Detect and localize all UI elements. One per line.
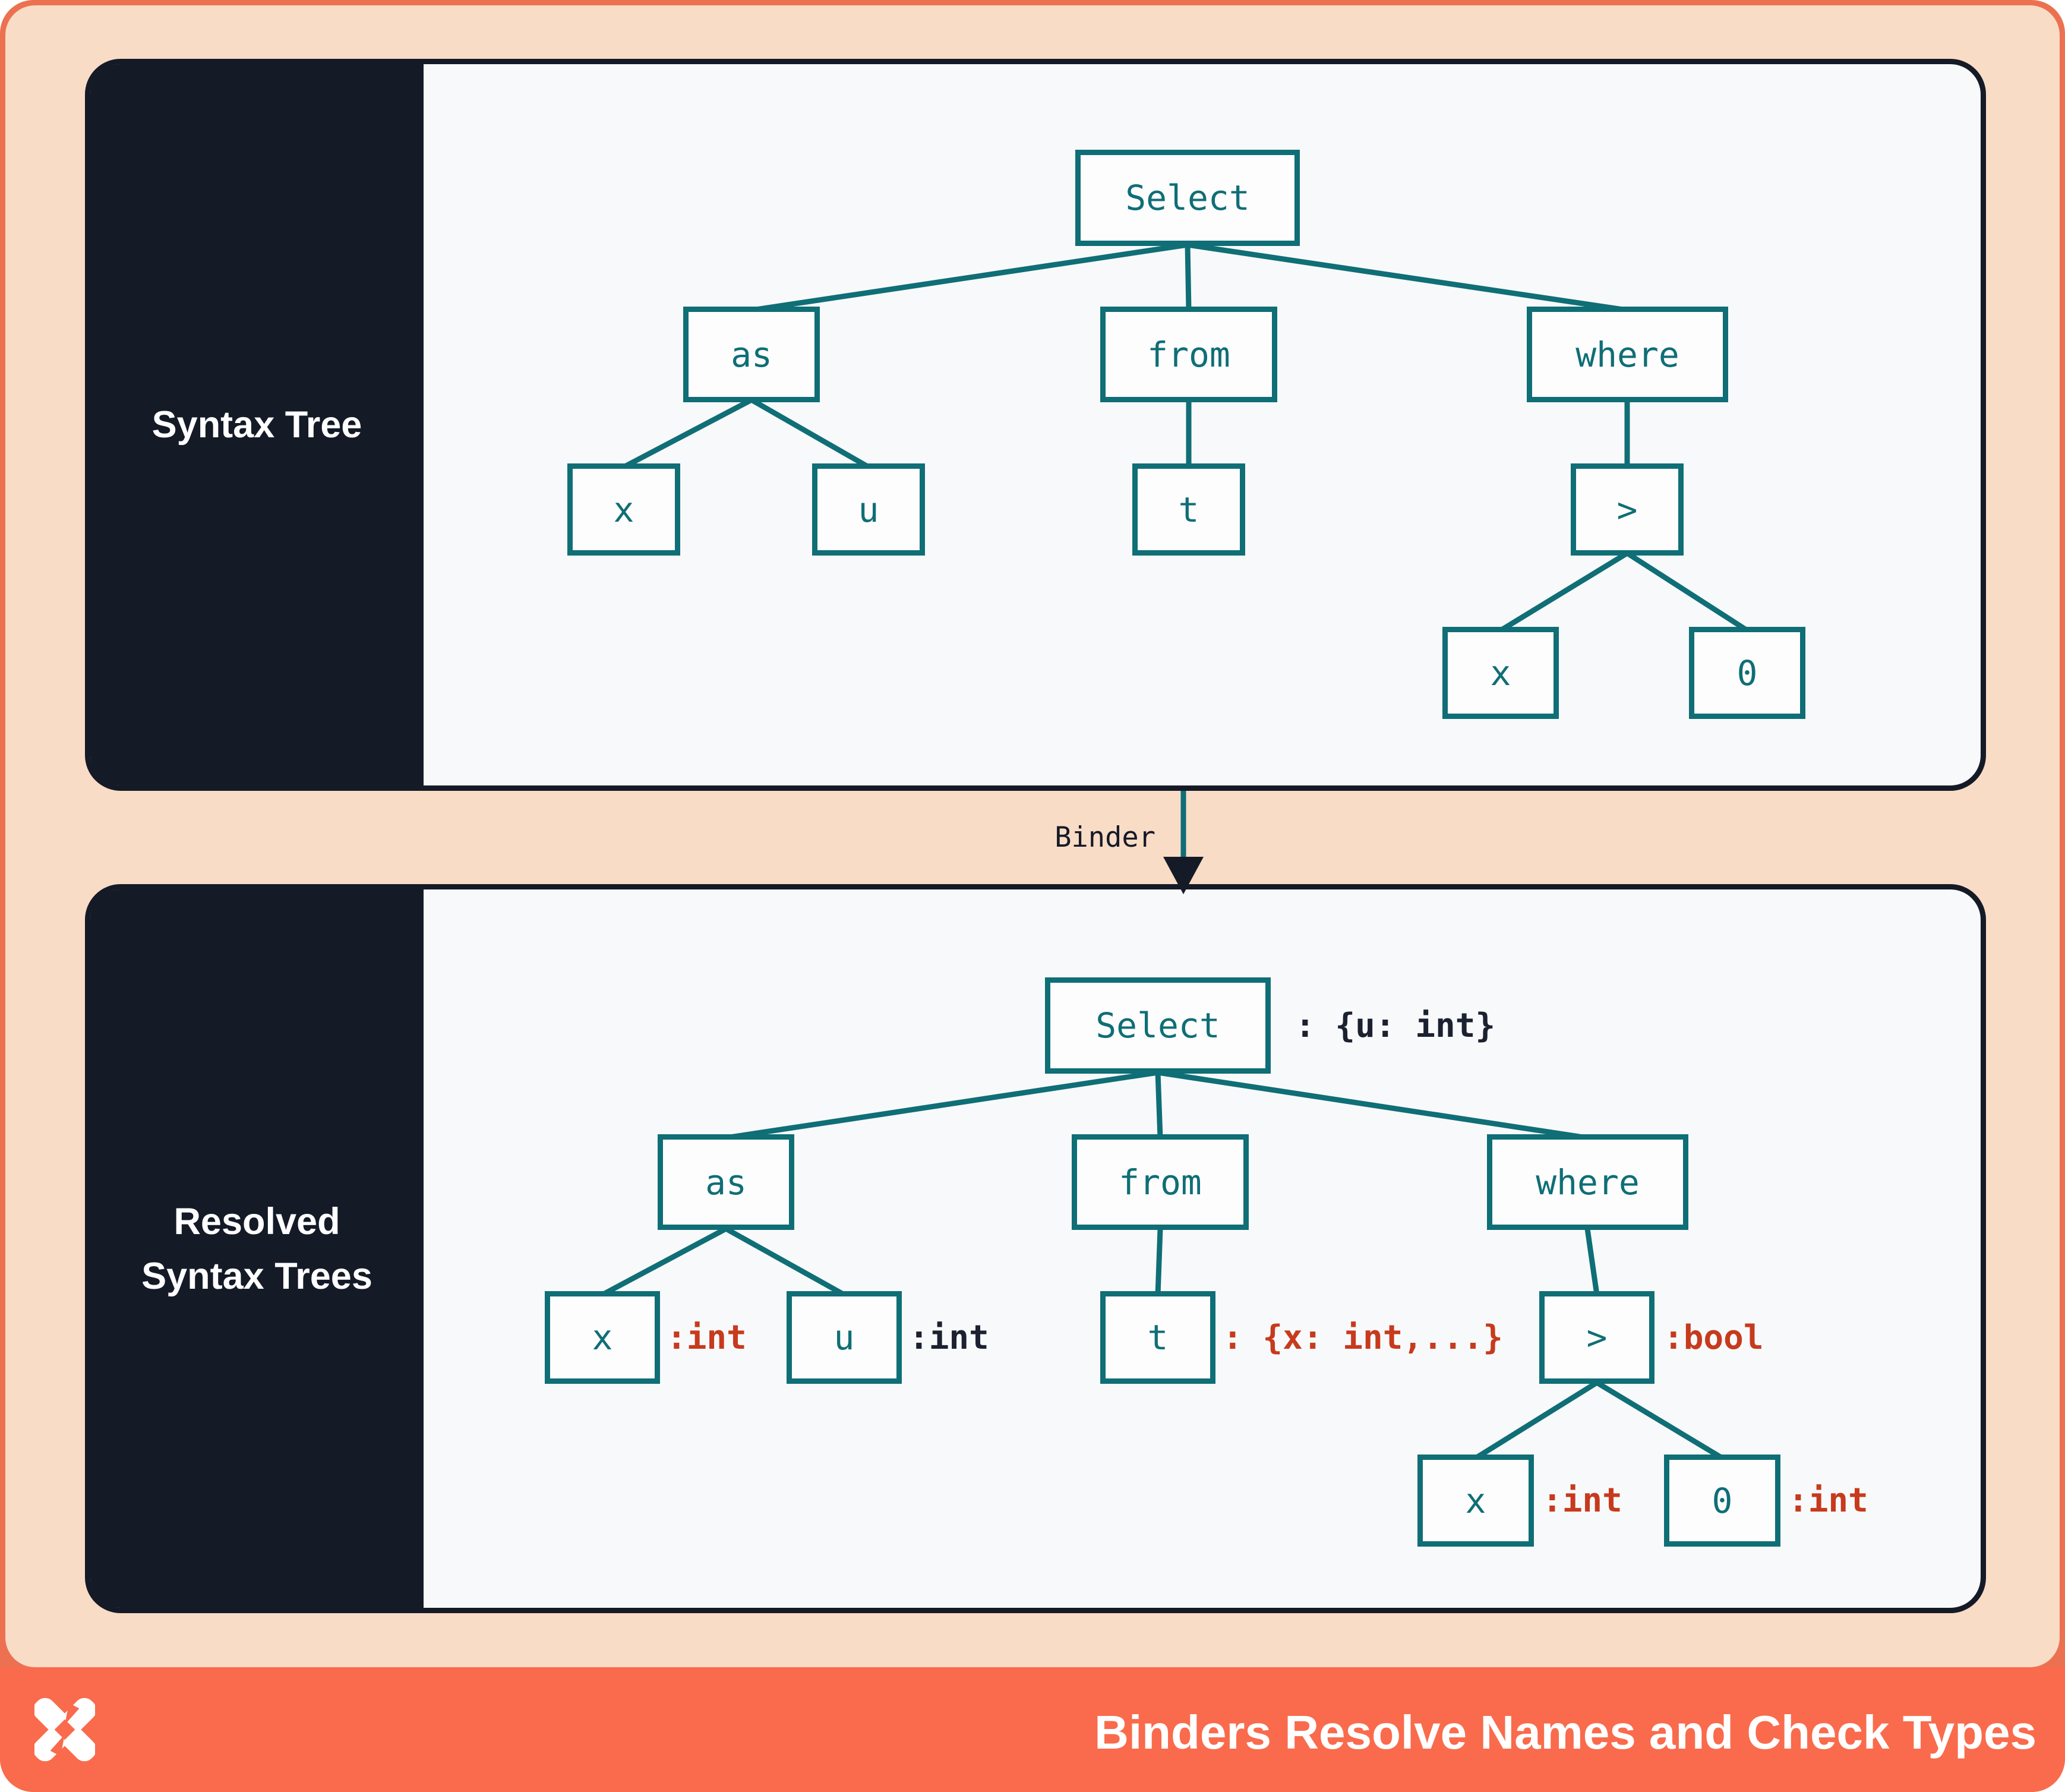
tree-node-from: from <box>1100 307 1277 402</box>
tree-node-t-resolved: t <box>1100 1291 1215 1384</box>
node-label: as <box>705 1162 747 1203</box>
resolved-syntax-trees-sidebar: Resolved Syntax Trees <box>90 889 424 1608</box>
tree-node-x-2-resolved: x <box>1417 1455 1534 1547</box>
type-annotation: : {u: int} <box>1295 1006 1496 1045</box>
tree-node-u: u <box>812 463 925 556</box>
binder-label: Binder <box>1054 821 1155 854</box>
tree-node-x: x <box>567 463 680 556</box>
tree-node-greater-than: > <box>1571 463 1684 556</box>
tree-node-x-2: x <box>1442 627 1559 719</box>
node-label: x <box>1490 652 1511 693</box>
sidebar-label: Syntax Tree <box>151 404 362 446</box>
node-label: > <box>1586 1317 1608 1358</box>
node-label: from <box>1119 1162 1202 1203</box>
node-label: t <box>1147 1317 1169 1358</box>
tree-node-from-resolved: from <box>1072 1134 1249 1230</box>
type-annotation: :int <box>667 1318 747 1357</box>
tree-node-where-resolved: where <box>1487 1134 1688 1230</box>
tree-node-where: where <box>1527 307 1728 402</box>
type-annotation: : {x: int,...} <box>1223 1318 1504 1357</box>
tree-node-u-resolved: u <box>787 1291 902 1384</box>
tree-node-t: t <box>1132 463 1245 556</box>
tree-node-zero: 0 <box>1689 627 1805 719</box>
tree-node-greater-than-resolved: > <box>1539 1291 1654 1384</box>
node-label: as <box>731 334 772 375</box>
node-label: u <box>858 489 879 530</box>
tree-node-select-resolved: Select <box>1045 977 1271 1074</box>
tree-node-as: as <box>683 307 820 402</box>
x-logo-icon <box>34 1698 95 1762</box>
sidebar-label: Resolved Syntax Trees <box>141 1194 372 1304</box>
tree-node-select: Select <box>1075 150 1300 246</box>
node-label: from <box>1147 334 1230 375</box>
node-label: where <box>1575 334 1679 375</box>
node-label: Select <box>1125 178 1250 218</box>
type-annotation: :int <box>1788 1481 1868 1520</box>
node-label: Select <box>1095 1005 1220 1046</box>
footer-bar <box>0 1667 2065 1792</box>
sidebar-label-line1: Resolved <box>173 1200 340 1242</box>
tree-node-zero-resolved: 0 <box>1664 1455 1780 1547</box>
node-label: 0 <box>1712 1480 1733 1521</box>
node-label: > <box>1616 489 1638 530</box>
node-label: x <box>613 489 634 530</box>
node-label: where <box>1536 1162 1640 1203</box>
syntax-tree-sidebar: Syntax Tree <box>90 64 424 785</box>
node-label: x <box>1465 1480 1486 1521</box>
node-label: t <box>1178 489 1199 530</box>
tree-node-as-resolved: as <box>658 1134 794 1230</box>
node-label: 0 <box>1736 652 1758 693</box>
footer-title: Binders Resolve Names and Check Types <box>1094 1706 2036 1759</box>
node-label: x <box>592 1317 613 1358</box>
node-label: u <box>833 1317 855 1358</box>
type-annotation: :int <box>1542 1481 1622 1520</box>
type-annotation: :int <box>909 1318 989 1357</box>
panel-resolved-syntax-trees: Resolved Syntax Trees <box>85 884 1986 1613</box>
type-annotation: :bool <box>1663 1318 1764 1357</box>
tree-node-x-resolved: x <box>545 1291 660 1384</box>
sidebar-label-line2: Syntax Trees <box>141 1255 372 1297</box>
panel-syntax-tree: Syntax Tree <box>85 59 1986 791</box>
